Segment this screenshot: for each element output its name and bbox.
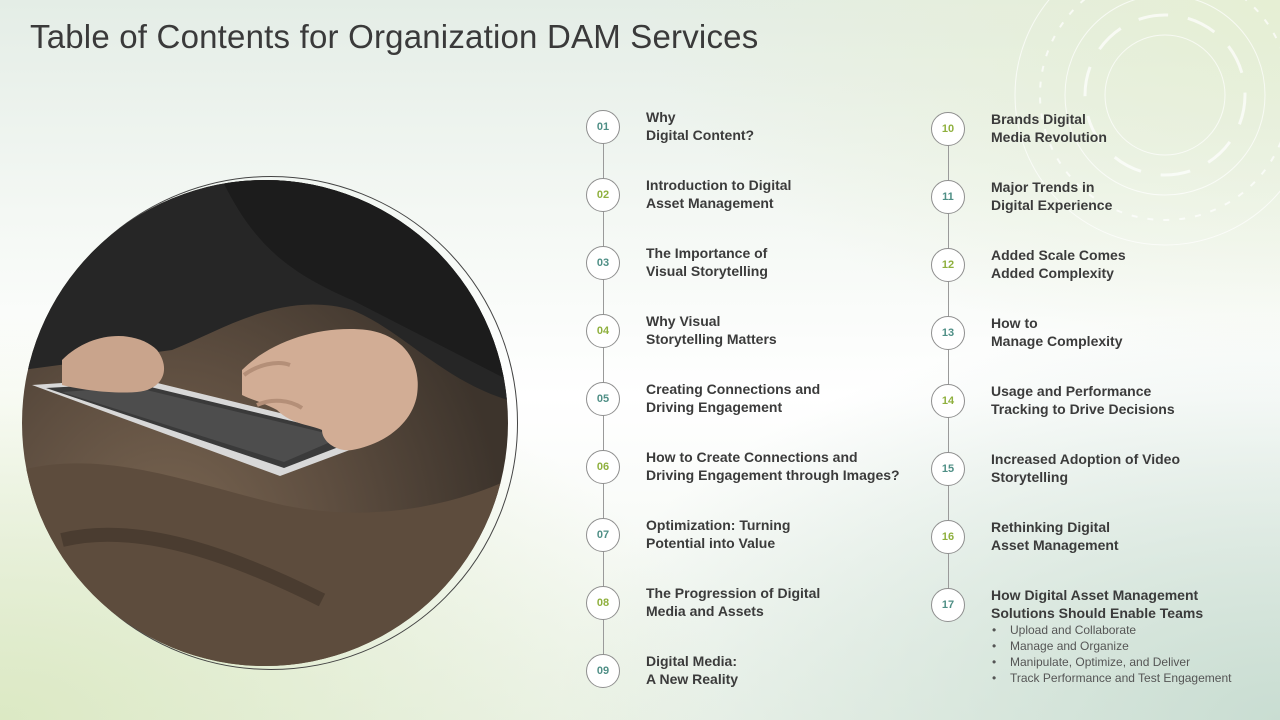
sub-bullet-item: Manage and Organize [992,638,1231,654]
item-number-circle: 04 [586,314,620,348]
toc-item-label[interactable]: Optimization: Turning Potential into Val… [646,517,791,551]
hero-photo-tablet-hands [22,180,508,666]
item-number-circle: 15 [931,452,965,486]
page-title: Table of Contents for Organization DAM S… [30,18,759,55]
toc-item-label[interactable]: The Progression of Digital Media and Ass… [646,585,821,619]
item-number-circle: 13 [931,316,965,350]
item-number-circle: 06 [586,450,620,484]
item-number-circle: 16 [931,520,965,554]
toc-item-label[interactable]: How Digital Asset Management Solutions S… [991,587,1204,621]
toc-item-label[interactable]: Creating Connections and Driving Engagem… [646,381,821,415]
toc-item-label[interactable]: Brands Digital Media Revolution [991,111,1107,145]
item-number-circle: 01 [586,110,620,144]
sub-bullet-item: Manipulate, Optimize, and Deliver [992,654,1231,670]
toc-item-label[interactable]: Digital Media: A New Reality [646,653,739,687]
toc-item-label[interactable]: How to Create Connections and Driving En… [646,449,900,483]
toc-item-label[interactable]: The Importance of Visual Storytelling [646,245,768,279]
toc-item-label[interactable]: Usage and Performance Tracking to Drive … [991,383,1175,417]
toc-item-label[interactable]: Major Trends in Digital Experience [991,179,1113,213]
sub-bullet-list: Upload and Collaborate Manage and Organi… [992,622,1231,686]
toc-item-label[interactable]: Introduction to Digital Asset Management [646,177,792,211]
item-number-circle: 07 [586,518,620,552]
item-number-circle: 02 [586,178,620,212]
item-number-circle: 17 [931,588,965,622]
item-number-circle: 14 [931,384,965,418]
toc-item-label[interactable]: Why Digital Content? [646,109,755,143]
toc-item-label[interactable]: Why Visual Storytelling Matters [646,313,777,347]
item-number-circle: 11 [931,180,965,214]
item-number-circle: 12 [931,248,965,282]
item-number-circle: 05 [586,382,620,416]
timeline-connector-line [948,129,949,605]
sub-bullet-item: Upload and Collaborate [992,622,1231,638]
toc-item-label[interactable]: Increased Adoption of Video Storytelling [991,451,1181,485]
toc-item-label[interactable]: Rethinking Digital Asset Management [991,519,1119,553]
toc-item-label[interactable]: How to Manage Complexity [991,315,1123,349]
item-number-circle: 03 [586,246,620,280]
sub-bullet-item: Track Performance and Test Engagement [992,670,1231,686]
decorative-rings [1014,0,1280,246]
item-number-circle: 09 [586,654,620,688]
item-number-circle: 08 [586,586,620,620]
item-number-circle: 10 [931,112,965,146]
toc-item-label[interactable]: Added Scale Comes Added Complexity [991,247,1126,281]
